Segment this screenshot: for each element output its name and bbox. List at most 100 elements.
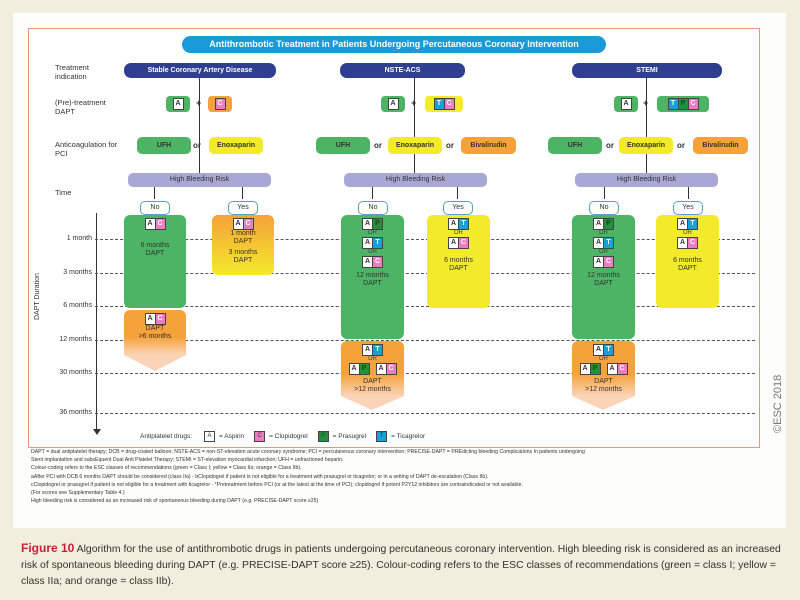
clopidogrel-chip: C [604, 257, 613, 267]
hbr-nste: High Bleeding Risk [344, 173, 487, 187]
aspirin-chip: A [363, 219, 373, 229]
footnote: DAPT = dual antiplatelet therapy; DCB = … [31, 449, 585, 455]
duration-text: 6 months [140, 242, 170, 249]
aspirin-chip: A [607, 364, 618, 374]
clopidogrel-swatch: C [254, 431, 266, 442]
antiplatelet-legend: Antiplatelet drugs: A = Aspirin C = Clop… [140, 431, 425, 442]
drug-pair: T C [433, 98, 455, 110]
duration-text: 3 months [228, 249, 258, 256]
aspirin-chip: A [387, 98, 399, 110]
indication-nste-acs: NSTE-ACS [340, 63, 465, 78]
hbr-stemi-yes: Yes [673, 201, 703, 215]
or-label: or [193, 141, 201, 150]
clopidogrel-chip: C [214, 98, 226, 110]
gridline-3-months [95, 273, 755, 274]
aspirin-chip: A [449, 219, 459, 229]
drug-pair: A C [362, 256, 383, 268]
duration-text: DAPT [678, 265, 697, 272]
anticoag-nste-bivalirudin: Bivalirudin [461, 137, 516, 154]
or-label: or [606, 141, 614, 150]
drug-pair: A T [362, 237, 383, 249]
footnote: cClopidogrel or prasugrel if patient is … [31, 481, 523, 488]
dapt-duration-axis [96, 213, 97, 431]
anticoag-scad-ufh: UFH [137, 137, 191, 154]
drug-pair: A C [606, 363, 628, 375]
duration-text: DAPT [363, 378, 382, 385]
duration-text: >6 months [138, 333, 172, 340]
figure-label: Figure 10 [21, 541, 75, 555]
gridline-30-months [95, 373, 755, 374]
ticagrelor-chip: T [604, 345, 613, 355]
drug-pair: A P [362, 218, 383, 230]
drug-pair: A T [593, 237, 614, 249]
duration-text: 6 months [444, 257, 473, 264]
footnotes: DAPT = dual antiplatelet therapy; DCB = … [31, 448, 771, 505]
legend-item: = Aspirin [219, 433, 245, 440]
aspirin-chip: A [233, 219, 244, 229]
gridline-36-months [95, 413, 755, 414]
aspirin-chip: A [594, 238, 604, 248]
or-label: OR [454, 230, 463, 236]
pretreat-scad-clopidogrel: C [208, 96, 232, 112]
tick-label: 30 months [59, 369, 92, 376]
axis-arrow-icon [93, 429, 101, 435]
stemi-no-dapt-block: A P OR A T OR A C 12 months DAPT [572, 215, 635, 339]
aspirin-chip: A [678, 219, 688, 229]
extension-arrow-icon [124, 355, 186, 371]
or-label: OR [368, 249, 377, 255]
clopidogrel-chip: C [688, 99, 698, 109]
duration-text: >12 months [354, 386, 391, 393]
drug-pair: A C [677, 237, 698, 249]
duration-text: >12 months [585, 386, 622, 393]
stemi-yes-dapt-block: A T OR A C 6 months DAPT [656, 215, 719, 308]
drug-pair: A P [579, 363, 601, 375]
footnote: Colour-coding refers to the ESC classes … [31, 465, 302, 472]
aspirin-chip: A [172, 98, 184, 110]
gridline-6-months [95, 306, 755, 307]
aspirin-chip: A [363, 345, 373, 355]
duration-text: 6 months [673, 257, 702, 264]
clopidogrel-chip: C [155, 314, 165, 324]
drug-pair: A C [144, 218, 166, 230]
aspirin-chip: A [349, 364, 360, 374]
anticoag-nste-ufh: UFH [316, 137, 370, 154]
tick-label: 36 months [59, 409, 92, 416]
row-label-time: Time [55, 188, 72, 197]
legend-item: = Ticagrelor [391, 433, 426, 440]
ticagrelor-chip: T [668, 99, 679, 109]
row-label-pretreatment: (Pre)-treatment DAPT [55, 98, 106, 116]
drug-pair: A T [448, 218, 469, 230]
drug-pair: A C [232, 218, 254, 230]
drug-pair: A P [348, 363, 370, 375]
prasugrel-swatch: P [317, 431, 329, 442]
aspirin-chip: A [580, 364, 591, 374]
connector-scad [199, 78, 200, 178]
plus-sign: + [411, 98, 417, 108]
tick-label: 3 months [63, 269, 92, 276]
scad-no-dapt-block: A C 6 months DAPT [124, 215, 186, 308]
hbr-stemi-no: No [589, 201, 619, 215]
aspirin-chip: A [594, 345, 604, 355]
tick-label: 1 month [66, 235, 92, 242]
axis-title: DAPT Duration [34, 273, 41, 320]
footnote: aAfter PCI with DCB 6 months DAPT should… [31, 473, 489, 480]
clopidogrel-chip: C [155, 219, 165, 229]
tick-label: 6 months [63, 302, 92, 309]
connector [154, 187, 155, 199]
pretreat-scad-aspirin: A [166, 96, 190, 112]
hbr-scad: High Bleeding Risk [128, 173, 271, 187]
prasugrel-chip: P [604, 219, 613, 229]
extension-arrow-icon [341, 396, 404, 410]
or-label: OR [599, 230, 608, 236]
aspirin-chip: A [594, 257, 604, 267]
legend-item: = Prasugrel [332, 433, 367, 440]
connector [372, 187, 373, 199]
ticagrelor-chip: T [459, 219, 468, 229]
connector [242, 187, 243, 199]
row-label-anticoagulation: Anticoagulation for PCI [55, 140, 118, 158]
gridline-1-month [95, 239, 755, 240]
clopidogrel-chip: C [386, 364, 396, 374]
pretreat-stemi-p2y12: T P C [657, 96, 709, 112]
duration-text: DAPT [449, 265, 468, 272]
drug-pair: A C [144, 313, 166, 325]
